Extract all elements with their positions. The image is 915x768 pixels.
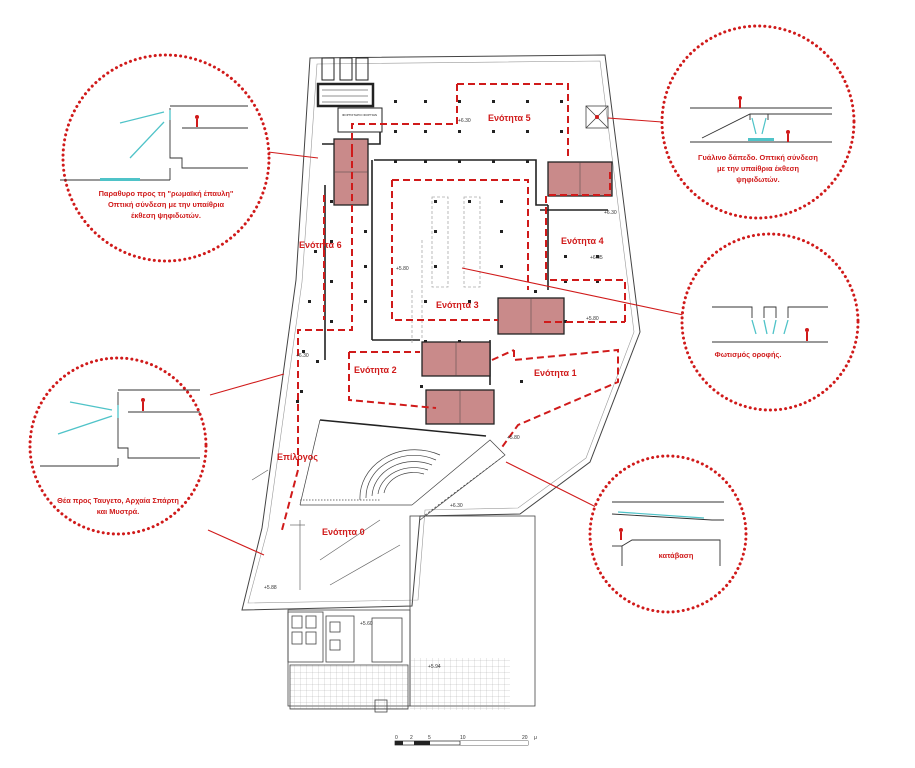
level-marker: +6.30 [296,353,309,359]
building-outline [241,54,641,611]
callout-roman-window: Παραθυρο προς τη "ρωμαϊκή έπαυλη" Οπτική… [60,53,271,263]
zone-2-label: Ενότητα 2 [354,365,397,375]
callout-roman-window-line1: Παραθυρο προς τη "ρωμαϊκή έπαυλη" [99,189,234,198]
level-marker: +5.80 [586,316,599,322]
scale-tick-10: 10 [460,735,466,741]
scale-tick-0: 0 [395,735,398,741]
zone-5-label: Ενότητα 5 [488,113,531,123]
callout-leaders [207,117,689,556]
callout-descent: κατάβαση [588,454,748,614]
level-marker: +6.05 [590,255,603,261]
zone-1-label: Ενότητα 1 [534,368,577,378]
zone-4-label: Ενότητα 4 [561,236,604,246]
callout-view-taygetos-line2: και Μυστρά. [97,507,140,516]
epilogue-label: Επίλογος [277,452,318,462]
callout-glass-floor-line1: Γυάλινο δάπεδο. Οπτική σύνδεση [698,153,818,162]
callout-descent-line1: κατάβαση [659,551,694,560]
glass-floor-boxes [333,138,613,425]
curved-stair [299,419,506,521]
scale-tick-20: 20 [522,735,528,741]
stair-tower [316,57,383,133]
scale-tick-5: 5 [428,735,431,741]
callout-roof-light: Φωτισμός οροφής. [680,232,860,412]
lower-wing [287,515,536,713]
callout-view-taygetos-line1: Θέα προς Ταυγετο, Αρχαία Σπάρτη [57,496,179,505]
level-marker: +5.80 [396,266,409,272]
level-marker: +6.30 [450,503,463,509]
callout-view-taygetos: Θέα προς Ταυγετο, Αρχαία Σπάρτη και Μυστ… [28,356,208,536]
level-marker: +6.30 [458,118,471,124]
scale-bar: 0 2 5 10 20 μ [394,735,537,746]
scale-unit: μ [534,735,537,741]
zone-6-label: Ενότητα 6 [299,240,342,250]
callout-roman-window-line3: έκθεση ψηφιδωτών. [131,211,201,220]
level-markers: +6.30 +6.30 +6.05 +5.80 +5.80 +6.30 +5.8… [264,118,617,670]
level-marker: +5.80 [507,435,520,441]
scale-tick-2: 2 [410,735,413,741]
zone0-interior [251,469,401,590]
callout-roman-window-line2: Οπτική σύνδεση με την υπαίθρια [108,200,225,209]
visitor-route [281,83,626,531]
level-marker: +5.88 [264,585,277,591]
level-marker: +6.30 [604,210,617,216]
zone-0-label: Ενότητα 0 [322,527,365,537]
callout-glass-floor-line3: ψηφιδωτών. [736,175,779,184]
callout-glass-floor-line2: με την υπαίθρια έκθεση [717,164,800,173]
level-marker: +5.60 [360,621,373,627]
room-label-top: ΦΟΡΤΙΣΤΗΡΙΟ ΦΟΡΤΙΩΝ [342,113,377,117]
zone-3-label: Ενότητα 3 [436,300,479,310]
glass-floor-marker [585,105,609,129]
level-marker: +5.94 [428,664,441,670]
callout-roof-light-line1: Φωτισμός οροφής. [715,350,782,359]
display-cases [411,196,481,345]
callout-glass-floor: Γυάλινο δάπεδο. Οπτική σύνδεση με την υπ… [660,24,856,220]
